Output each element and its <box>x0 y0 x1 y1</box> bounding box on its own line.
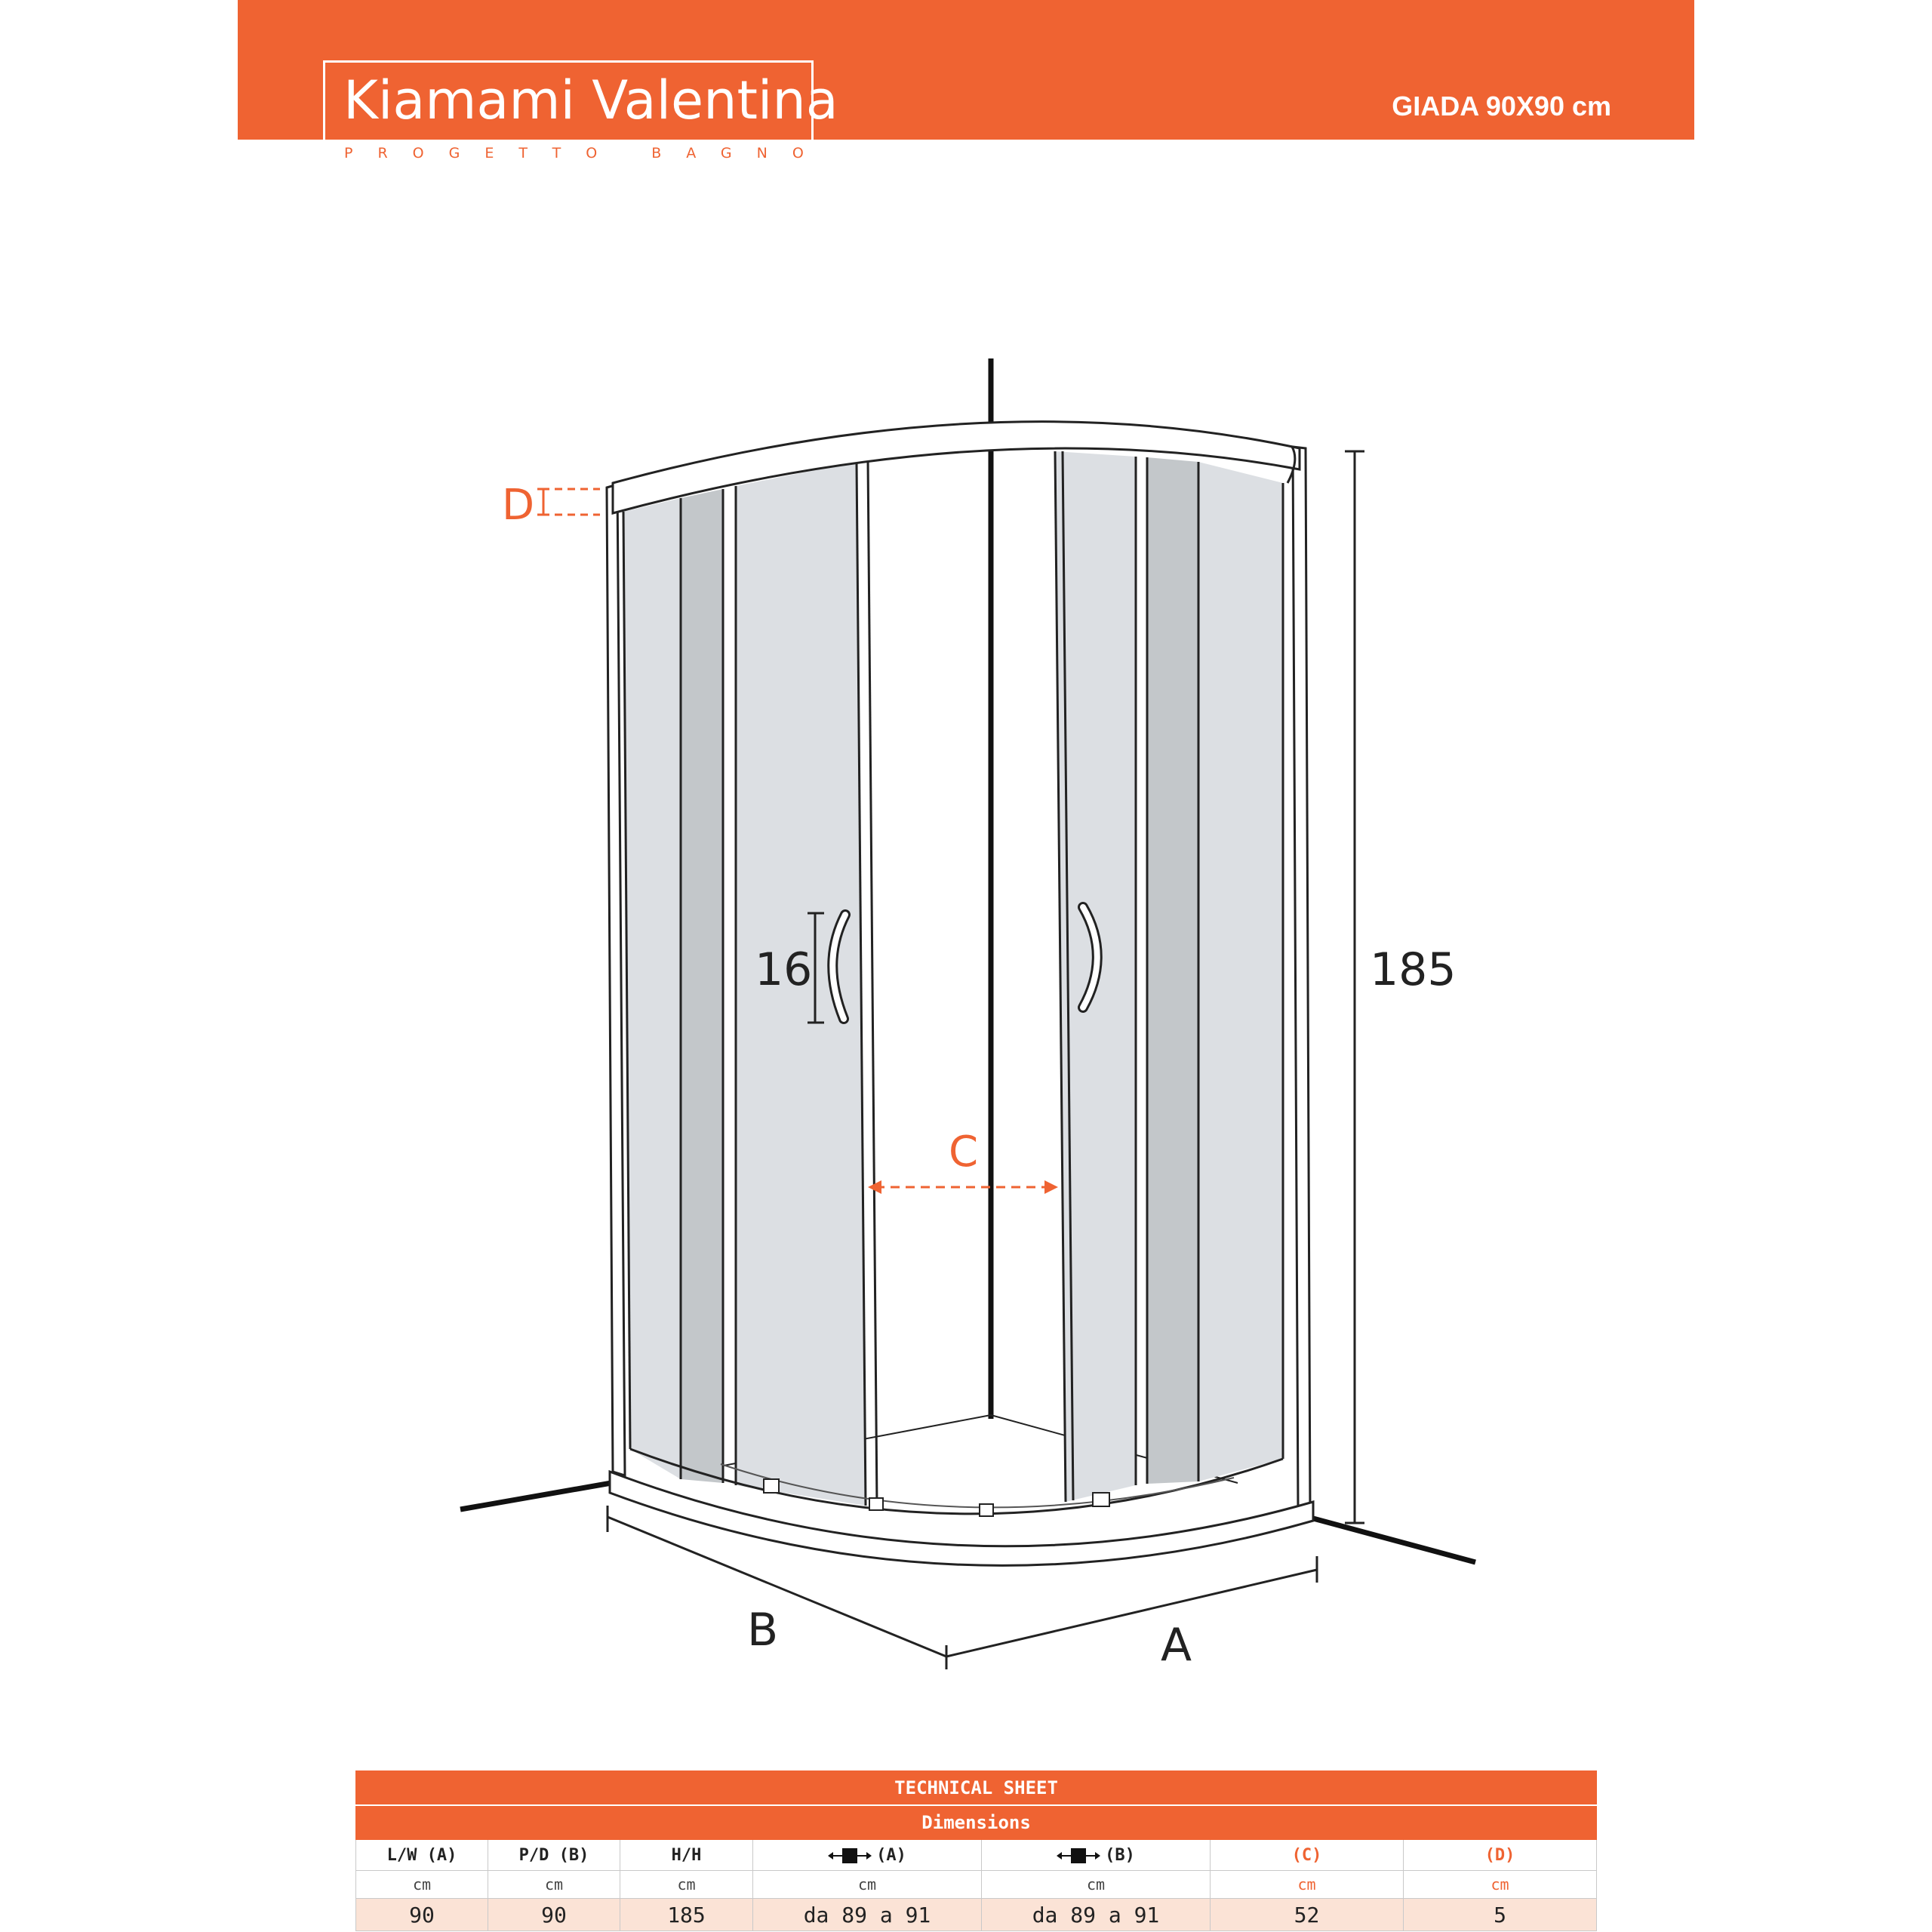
value-width: 90 <box>355 1898 488 1931</box>
dim-d-label: D <box>502 481 534 530</box>
door-rollers <box>763 1478 1110 1517</box>
floor-line-right <box>1312 1515 1476 1565</box>
technical-sheet: TECHNICAL SHEET Dimensions L/W (A) P/D (… <box>355 1770 1598 1931</box>
col-header-c: (C) <box>1210 1839 1404 1871</box>
col-header-width: L/W (A) <box>355 1839 488 1871</box>
unit-cell: cm <box>620 1870 753 1899</box>
dim-d-marker <box>537 488 600 516</box>
handle-height-label: 16 <box>755 943 812 996</box>
col-header-adjust-a: (A) <box>752 1839 982 1871</box>
frame-profiles <box>605 445 1312 1515</box>
header-banner <box>238 0 1694 140</box>
col-header-d: (D) <box>1402 1839 1598 1871</box>
value-adjust-a: da 89 a 91 <box>752 1898 982 1931</box>
dim-b-label: B <box>747 1604 778 1657</box>
adjustment-arrows-icon <box>828 1847 872 1863</box>
col-header-adjust-a-label: (A) <box>876 1845 906 1865</box>
value-d: 5 <box>1402 1898 1598 1931</box>
shower-tray <box>608 1469 1315 1567</box>
unit-cell: cm <box>752 1870 982 1899</box>
glass-panels <box>623 451 1283 1506</box>
technical-sheet-title: TECHNICAL SHEET <box>355 1770 1598 1806</box>
value-c: 52 <box>1210 1898 1404 1931</box>
unit-cell: cm <box>1402 1870 1598 1899</box>
adjustment-arrows-icon <box>1057 1847 1101 1863</box>
value-height: 185 <box>620 1898 753 1931</box>
col-header-adjust-b-label: (B) <box>1105 1845 1135 1865</box>
col-header-height: H/H <box>620 1839 753 1871</box>
dimensions-subtitle: Dimensions <box>355 1804 1598 1840</box>
col-header-adjust-b: (B) <box>981 1839 1211 1871</box>
value-adjust-b: da 89 a 91 <box>981 1898 1211 1931</box>
dim-a-label: A <box>1161 1619 1192 1672</box>
total-height-label: 185 <box>1370 943 1457 996</box>
brand-tagline: PROGETTO BAGNO <box>344 145 829 162</box>
total-height-dimension <box>1345 450 1364 1524</box>
technical-sheet-table: TECHNICAL SHEET Dimensions L/W (A) P/D (… <box>355 1770 1598 1931</box>
handle-height-dimension <box>808 912 824 1024</box>
dim-c-label: C <box>949 1128 978 1177</box>
unit-cell: cm <box>355 1870 488 1899</box>
model-title: GIADA 90X90 cm <box>1392 91 1611 122</box>
brand-name: Kiamami Valentina <box>343 69 838 131</box>
top-rail <box>611 420 1301 515</box>
unit-cell: cm <box>981 1870 1211 1899</box>
value-depth: 90 <box>488 1898 620 1931</box>
unit-cell: cm <box>488 1870 620 1899</box>
logo-frame <box>323 60 814 142</box>
col-header-depth: P/D (B) <box>488 1839 620 1871</box>
floor-line-left <box>460 1480 612 1512</box>
base-dimensions <box>606 1506 1318 1669</box>
unit-cell: cm <box>1210 1870 1404 1899</box>
